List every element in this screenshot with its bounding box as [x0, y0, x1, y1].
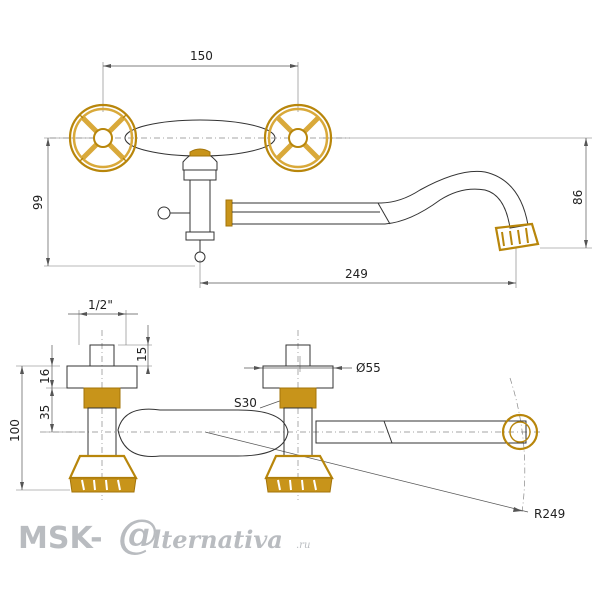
watermark-tld: .ru	[296, 540, 310, 551]
dim-label-99: 99	[31, 195, 45, 210]
watermark-brand: MSK-	[18, 521, 103, 556]
dim-label-16: 16	[38, 369, 52, 384]
dimension-16: 16	[38, 345, 70, 389]
dimension-height-left: 99	[31, 137, 195, 267]
dimension-height-right: 86	[320, 137, 592, 249]
left-cross-handle	[68, 103, 138, 173]
dim-label-s30: S30	[234, 396, 257, 410]
dimension-diameter: Ø55	[244, 356, 381, 375]
dim-label-100: 100	[8, 419, 22, 442]
dim-label-r249: R249	[534, 507, 565, 521]
dimension-radius: R249	[204, 377, 565, 521]
dimension-thread: 1/2"	[68, 298, 138, 345]
dim-label-15: 15	[135, 347, 149, 362]
dimension-35: 35	[38, 388, 84, 433]
watermark-at-icon: @	[118, 511, 158, 558]
dim-label-86: 86	[571, 190, 585, 205]
dimension-center-distance: 150	[102, 49, 299, 112]
front-view: 1/2" 15 100 16	[8, 298, 565, 521]
dimension-spout-reach: 249	[199, 248, 517, 288]
dim-label-thread: 1/2"	[88, 298, 113, 312]
dim-label-diameter: Ø55	[356, 361, 381, 375]
top-view: 150 99 86 249	[31, 49, 592, 288]
center-diverter	[157, 148, 218, 263]
dim-label-150: 150	[190, 49, 213, 63]
watermark-rest: lternativa	[152, 525, 283, 554]
left-valve	[66, 344, 138, 493]
dim-label-35: 35	[38, 405, 52, 420]
spout	[225, 170, 540, 252]
dimension-total-height: 100	[8, 365, 70, 491]
right-valve	[262, 344, 334, 493]
dimension-nut: 15	[118, 325, 152, 374]
front-spout	[315, 413, 539, 451]
watermark: MSK- @ lternativa .ru	[18, 511, 310, 558]
front-mixer-body	[117, 408, 289, 457]
dim-label-249: 249	[345, 267, 368, 281]
right-cross-handle	[263, 103, 333, 173]
